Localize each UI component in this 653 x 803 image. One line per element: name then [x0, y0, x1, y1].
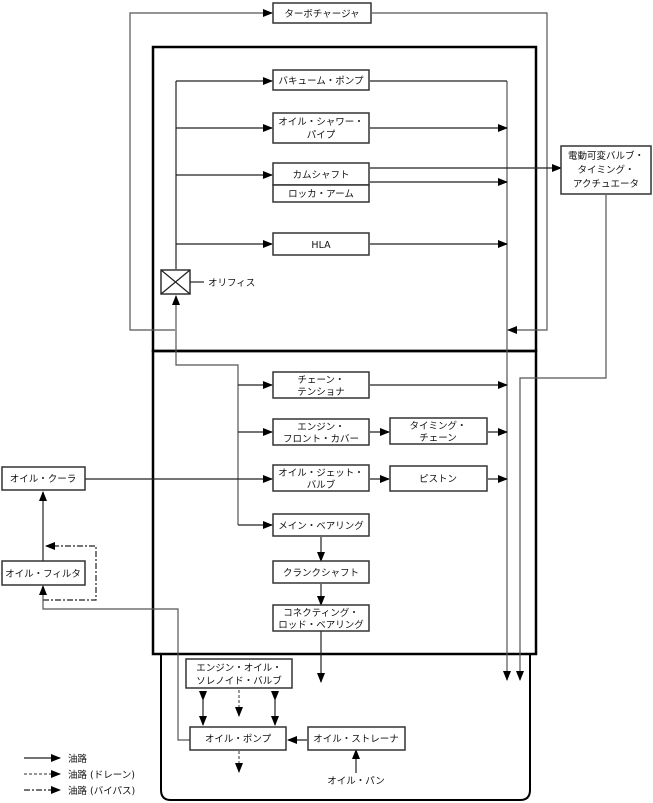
connecting-rod-bearing-box[interactable]: コネクティング・ ロッド・ベアリング	[272, 604, 370, 632]
svg-text:チェーン・: チェーン・	[297, 375, 344, 386]
oil-shower-pipe-box[interactable]: オイル・シャワー・ パイプ	[272, 112, 370, 144]
svg-text:ターボチャージャ: ターボチャージャ	[284, 9, 359, 20]
svg-text:オイル・ジェット・: オイル・ジェット・	[278, 468, 364, 479]
svg-text:オイル・ストレーナ: オイル・ストレーナ	[313, 734, 399, 745]
camshaft-box[interactable]: カムシャフト	[272, 162, 370, 186]
vvt-actuator-box[interactable]: 電動可変バルブ・ タイミング・ アクチュエータ	[560, 145, 652, 195]
engine-front-cover-box[interactable]: エンジン・ フロント・カバー	[272, 418, 370, 446]
orifice-feed	[172, 295, 239, 525]
svg-text:パイプ: パイプ	[307, 130, 336, 141]
svg-text:メイン・ベアリング: メイン・ベアリング	[278, 520, 364, 532]
oil-strainer-box[interactable]: オイル・ストレーナ	[307, 726, 406, 751]
vvt-drain-line	[516, 195, 607, 681]
svg-text:HLA: HLA	[311, 240, 331, 251]
turbo-feed-line	[129, 9, 273, 331]
orifice-icon	[160, 269, 191, 295]
turbo-return-line	[372, 12, 548, 334]
svg-text:タイミング・: タイミング・	[409, 420, 466, 432]
legend: 油路 油路 (ドレーン) 油路 (バイパス)	[24, 753, 135, 797]
rocker-arm-box[interactable]: ロッカ・アーム	[272, 184, 370, 203]
svg-text:オイル・フィルタ: オイル・フィルタ	[5, 569, 81, 580]
hla-box[interactable]: HLA	[272, 232, 370, 256]
orifice-label: オリフィス	[208, 278, 255, 289]
piston-box[interactable]: ピストン	[389, 465, 488, 492]
turbocharger-box[interactable]: ターボチャージャ	[272, 2, 372, 24]
svg-text:コネクティング・: コネクティング・	[283, 607, 358, 619]
svg-text:オイル・ポンプ: オイル・ポンプ	[205, 734, 272, 745]
legend-dashdot-label: 油路 (バイパス)	[68, 785, 135, 797]
filter-bypass	[43, 542, 97, 601]
svg-text:クランクシャフト: クランクシャフト	[283, 568, 359, 579]
svg-text:ソレノイド・バルブ: ソレノイド・バルブ	[196, 675, 282, 687]
oil-pan-outline	[160, 655, 531, 801]
svg-text:オイル・シャワー・: オイル・シャワー・	[278, 117, 364, 128]
svg-text:オイル・クーラ: オイル・クーラ	[10, 474, 77, 485]
oil-filter-box[interactable]: オイル・フィルタ	[1, 560, 86, 586]
svg-text:タイミング・: タイミング・	[577, 164, 634, 176]
svg-text:ピストン: ピストン	[419, 474, 457, 485]
svg-text:アクチュエータ: アクチュエータ	[573, 179, 639, 190]
main-bearing-box[interactable]: メイン・ベアリング	[272, 513, 370, 537]
svg-text:エンジン・オイル・: エンジン・オイル・	[196, 663, 282, 674]
timing-chain-box[interactable]: タイミング・ チェーン	[389, 417, 488, 445]
legend-solid-label: 油路	[68, 753, 88, 765]
svg-text:ロッド・ベアリング: ロッド・ベアリング	[278, 619, 364, 631]
svg-text:フロント・カバー: フロント・カバー	[283, 434, 359, 445]
svg-text:ロッカ・アーム: ロッカ・アーム	[288, 189, 354, 200]
legend-dashed-label: 油路 (ドレーン)	[68, 769, 135, 781]
crankshaft-box[interactable]: クランクシャフト	[272, 560, 370, 584]
solenoid-valve-box[interactable]: エンジン・オイル・ ソレノイド・バルブ	[185, 658, 293, 689]
pump-to-filter	[39, 585, 190, 741]
svg-text:バキューム・ポンプ: バキューム・ポンプ	[279, 76, 364, 87]
oil-jet-valve-box[interactable]: オイル・ジェット・ バルブ	[272, 464, 370, 492]
chain-tensioner-box[interactable]: チェーン・ テンショナ	[272, 371, 370, 399]
svg-text:エンジン・: エンジン・	[297, 422, 345, 433]
svg-text:バルブ: バルブ	[307, 479, 336, 491]
svg-text:チェーン: チェーン	[419, 433, 457, 444]
svg-text:テンショナ: テンショナ	[297, 387, 345, 398]
oil-pan-label: オイル・パン	[327, 776, 384, 787]
oil-pump-box[interactable]: オイル・ポンプ	[189, 726, 287, 751]
oil-cooler-box[interactable]: オイル・クーラ	[1, 466, 86, 491]
svg-text:電動可変バルブ・: 電動可変バルブ・	[568, 150, 644, 162]
cylinder-block-outline	[151, 349, 538, 656]
vacuum-pump-box[interactable]: バキューム・ポンプ	[272, 69, 370, 91]
svg-text:カムシャフト: カムシャフト	[292, 170, 349, 181]
